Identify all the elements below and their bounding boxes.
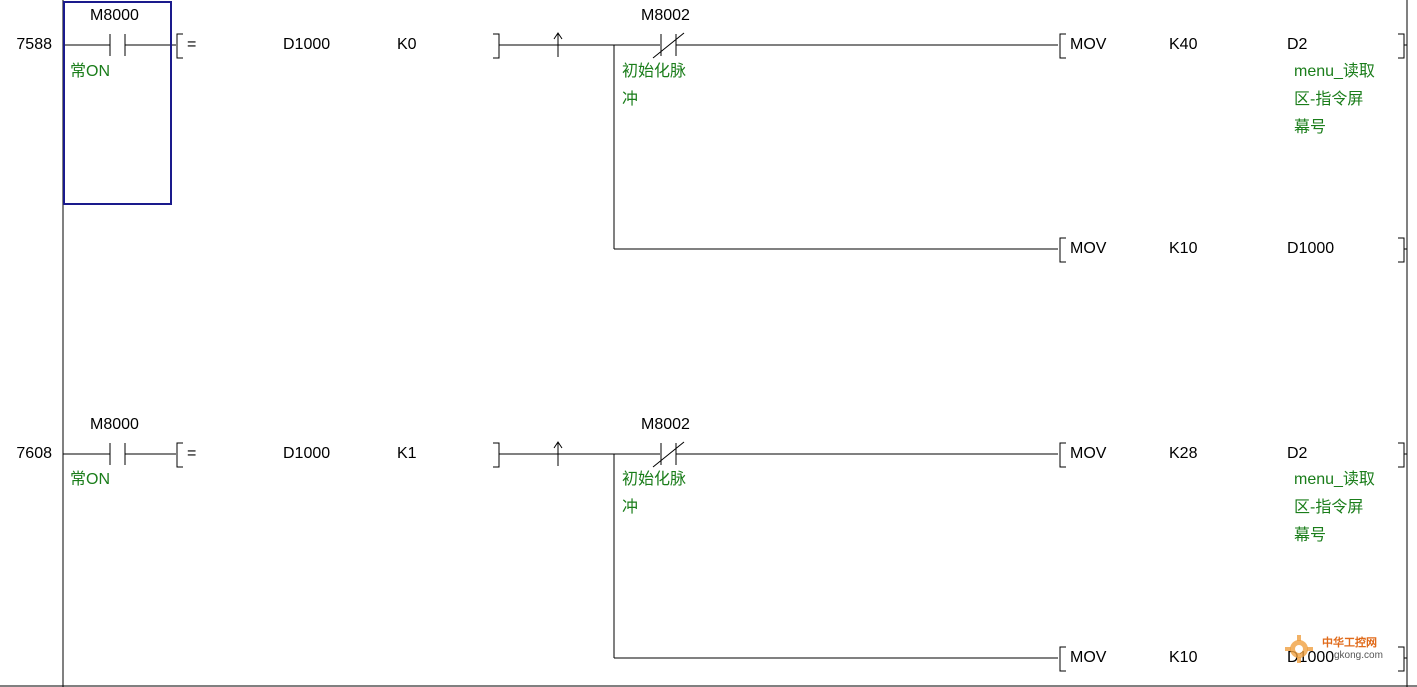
instr-bracket-right-icon: [1398, 33, 1405, 59]
dst-comment: 幕号: [1294, 527, 1327, 544]
instruction-src[interactable]: K10: [1169, 649, 1198, 666]
instr-bracket-left-icon: [1059, 646, 1066, 672]
gear-icon: [1285, 635, 1313, 663]
selection-cursor[interactable]: [63, 1, 172, 205]
watermark: 中华工控网 gkong.com: [1282, 630, 1408, 680]
instruction-src[interactable]: K28: [1169, 445, 1198, 462]
instruction-dst[interactable]: D2: [1287, 36, 1308, 53]
compare-operand-s1[interactable]: D1000: [283, 36, 331, 53]
rung-7608[interactable]: [63, 441, 1407, 672]
compare-operator[interactable]: =: [187, 36, 197, 53]
compare-bracket-left-icon: [176, 442, 183, 468]
watermark-title: 中华工控网: [1322, 637, 1377, 649]
instr-bracket-left-icon: [1059, 442, 1066, 468]
dst-comment: 区-指令屏: [1294, 499, 1364, 516]
pulse-contact-device[interactable]: M8002: [641, 416, 690, 433]
rising-edge-icon: [553, 441, 563, 466]
compare-bracket-right-icon: [493, 33, 500, 59]
pulse-contact-comment: 初始化脉: [622, 63, 687, 80]
pulse-contact-comment: 初始化脉: [622, 471, 687, 488]
pulse-contact-comment: 冲: [622, 91, 639, 108]
instr-bracket-right-icon: [1398, 646, 1405, 672]
contact-comment: 常ON: [70, 471, 111, 488]
instruction-op[interactable]: MOV: [1070, 445, 1107, 462]
pulse-contact-comment: 冲: [622, 499, 639, 516]
dst-comment: 幕号: [1294, 119, 1327, 136]
dst-comment: menu_读取: [1294, 63, 1375, 80]
instruction-op[interactable]: MOV: [1070, 36, 1107, 53]
contact-no-icon: [109, 443, 126, 465]
contact-comment: 常ON: [70, 63, 111, 80]
pulse-contact-device[interactable]: M8002: [641, 7, 690, 24]
compare-operand-s2[interactable]: K1: [397, 445, 417, 462]
watermark-url: gkong.com: [1334, 650, 1383, 661]
contact-device[interactable]: M8000: [90, 7, 139, 24]
compare-bracket-left-icon: [176, 33, 183, 59]
instruction-op[interactable]: MOV: [1070, 240, 1107, 257]
instr-bracket-left-icon: [1059, 33, 1066, 59]
compare-operator[interactable]: =: [187, 445, 197, 462]
instruction-dst[interactable]: D2: [1287, 445, 1308, 462]
step-number: 7608: [16, 445, 52, 462]
dst-comment: 区-指令屏: [1294, 91, 1364, 108]
instr-bracket-right-icon: [1398, 442, 1405, 468]
contact-device[interactable]: M8000: [90, 416, 139, 433]
step-number: 7588: [16, 36, 52, 53]
compare-operand-s1[interactable]: D1000: [283, 445, 331, 462]
compare-bracket-right-icon: [493, 442, 500, 468]
instruction-src[interactable]: K10: [1169, 240, 1198, 257]
instruction-dst[interactable]: D1000: [1287, 240, 1335, 257]
dst-comment: menu_读取: [1294, 471, 1375, 488]
instr-bracket-right-icon: [1398, 237, 1405, 263]
instruction-src[interactable]: K40: [1169, 36, 1198, 53]
instr-bracket-left-icon: [1059, 237, 1066, 263]
rung-7588[interactable]: [63, 32, 1407, 263]
compare-operand-s2[interactable]: K0: [397, 36, 417, 53]
rising-edge-icon: [553, 32, 563, 57]
instruction-op[interactable]: MOV: [1070, 649, 1107, 666]
